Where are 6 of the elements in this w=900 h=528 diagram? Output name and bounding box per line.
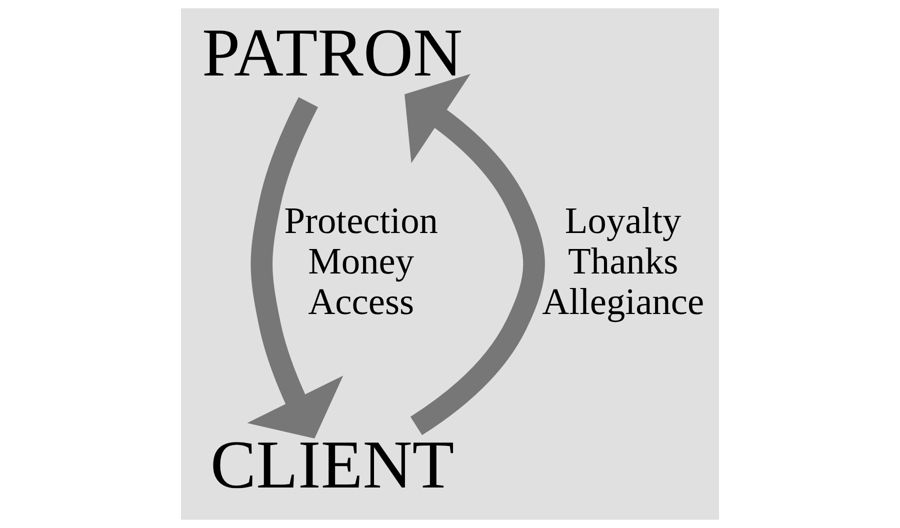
node-text: CLIENT (210, 426, 454, 502)
edge-label: Protection Money Access (284, 201, 438, 324)
arrow (247, 97, 344, 438)
node-text: PATRON (202, 14, 463, 91)
arrow (404, 74, 545, 436)
edge-label: Loyalty Thanks Allegiance (542, 201, 704, 324)
